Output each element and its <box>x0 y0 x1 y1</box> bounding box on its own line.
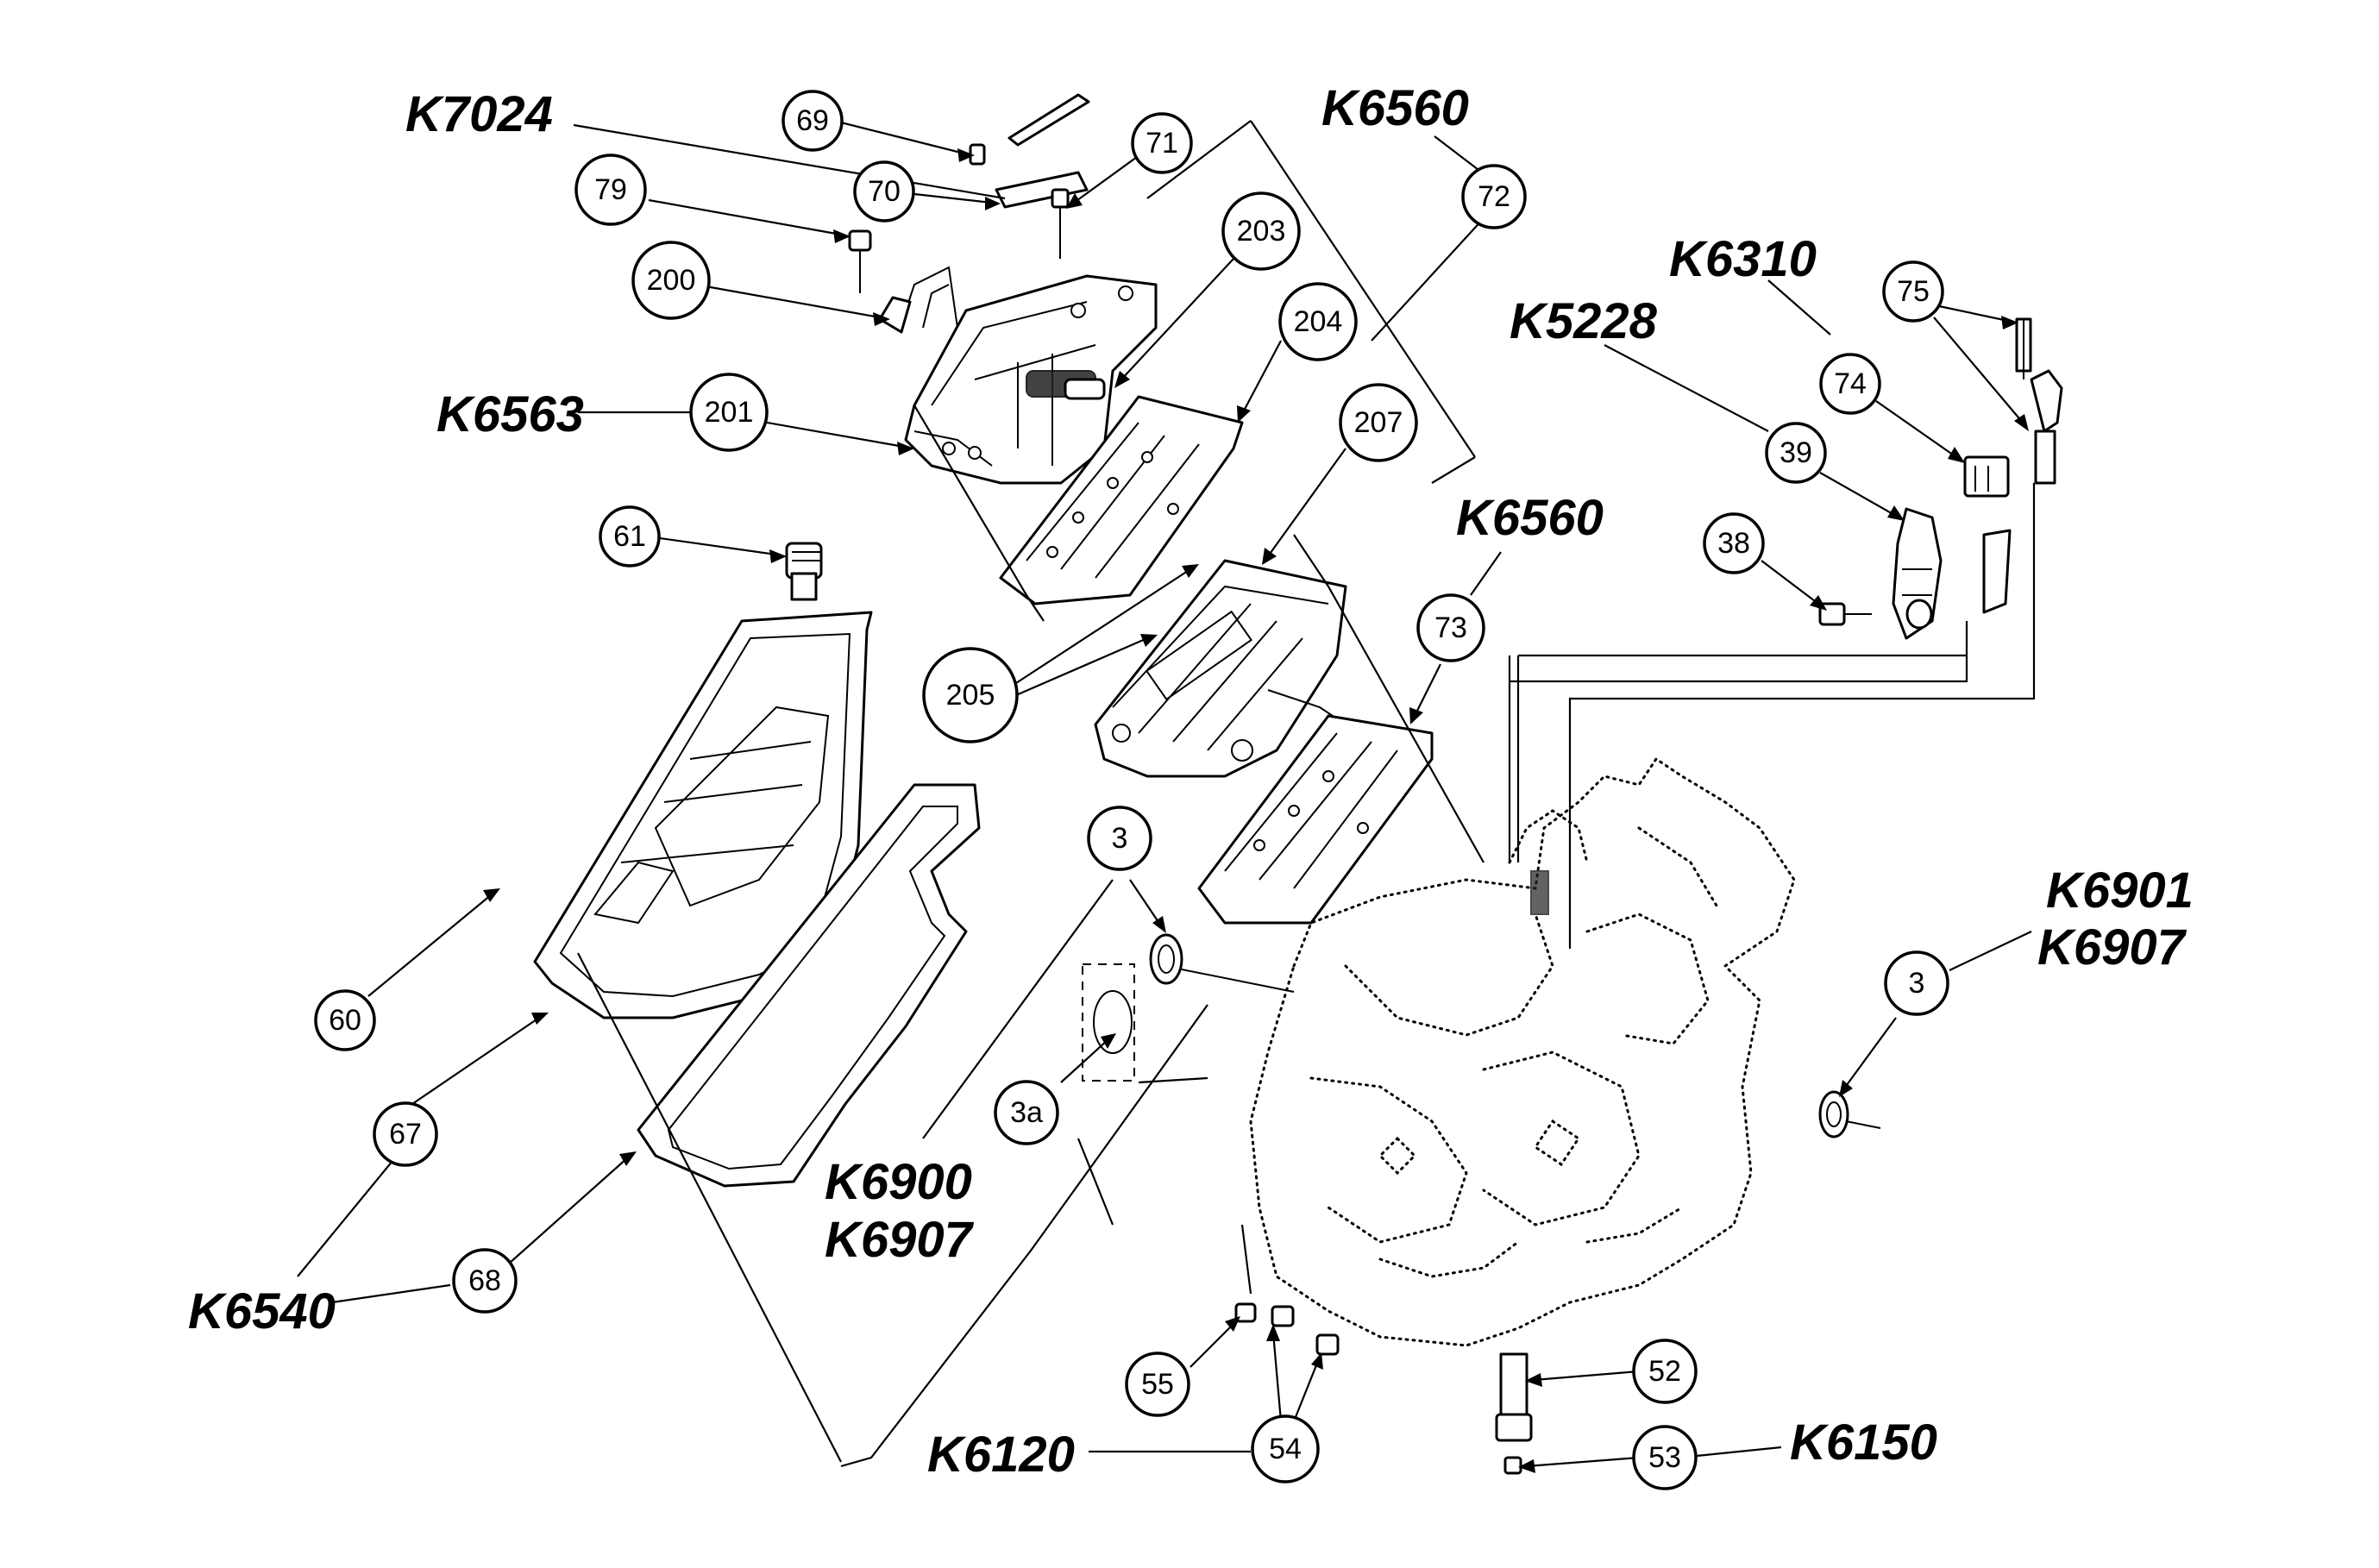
callout-3-left-label: 3 <box>1112 822 1128 855</box>
callout-72-label: 72 <box>1478 180 1510 213</box>
callout-74-label: 74 <box>1834 367 1867 400</box>
callout-79-label: 79 <box>594 173 627 206</box>
bolt-38 <box>1818 602 1872 626</box>
callout-circles: 69 71 70 79 203 72 200 204 201 207 61 75… <box>314 90 1949 1490</box>
range-sensor <box>1892 507 2012 640</box>
callout-67-label: 67 <box>389 1118 422 1151</box>
callout-71: 71 <box>1131 112 1193 174</box>
callout-205-label: 205 <box>946 679 995 712</box>
callout-200-label: 200 <box>647 264 696 297</box>
callout-68: 68 <box>452 1248 518 1314</box>
connector-74 <box>1963 455 2010 498</box>
callout-61-label: 61 <box>613 520 646 553</box>
callout-204-label: 204 <box>1294 305 1343 338</box>
kcode-k6120: K6120 <box>927 1427 1075 1483</box>
pan-gasket <box>637 783 981 1188</box>
seal-detail-box <box>1082 963 1135 1082</box>
solenoid-body <box>878 266 1158 485</box>
leader-lines <box>297 121 2032 1473</box>
speed-sensor-bracket <box>2015 317 2063 485</box>
callout-3-right: 3 <box>1884 950 1949 1016</box>
callout-54-label: 54 <box>1269 1433 1302 1465</box>
callout-67: 67 <box>373 1101 438 1167</box>
callout-203-label: 203 <box>1237 215 1286 248</box>
valve-body <box>1094 559 1347 778</box>
callout-69-label: 69 <box>796 104 829 137</box>
callout-73-label: 73 <box>1434 612 1467 644</box>
callout-3a: 3a <box>994 1080 1059 1145</box>
callout-204: 204 <box>1278 282 1358 361</box>
callout-205: 205 <box>922 647 1019 743</box>
kcode-k6150: K6150 <box>1790 1414 1937 1471</box>
separator-plate-lower <box>1197 714 1434 925</box>
callout-55-label: 55 <box>1141 1368 1174 1401</box>
callout-203: 203 <box>1221 191 1301 271</box>
drain-plugs <box>1234 1302 1533 1475</box>
kcode-labels: K7024 K6560 K6563 K6310 K5228 K6560 K690… <box>188 80 2194 1483</box>
kcode-k6901: K6901 <box>2046 862 2194 919</box>
kcode-k6907-left: K6907 <box>825 1212 975 1268</box>
kcode-k6560-mid: K6560 <box>1456 490 1604 546</box>
callout-201-label: 201 <box>705 396 754 429</box>
transmission-case <box>1249 756 1796 1347</box>
callout-75: 75 <box>1882 260 1944 323</box>
callout-39-label: 39 <box>1780 436 1812 469</box>
callout-69: 69 <box>781 90 844 152</box>
kcode-k7024: K7024 <box>405 86 553 142</box>
kcode-k6560-top: K6560 <box>1321 80 1469 136</box>
callout-3a-label: 3a <box>1010 1096 1043 1129</box>
callout-70-label: 70 <box>868 175 901 208</box>
kcode-k6907-right: K6907 <box>2037 919 2188 975</box>
callout-52-label: 52 <box>1648 1355 1681 1388</box>
callout-75-label: 75 <box>1897 275 1930 308</box>
kcode-k6310: K6310 <box>1669 231 1817 287</box>
kcode-k6563: K6563 <box>436 386 584 442</box>
callout-38: 38 <box>1703 512 1765 574</box>
callout-61: 61 <box>599 505 661 568</box>
callout-207-label: 207 <box>1354 406 1403 439</box>
callout-54: 54 <box>1251 1414 1320 1483</box>
small-fasteners <box>848 93 1090 293</box>
callout-72: 72 <box>1461 164 1527 229</box>
callout-68-label: 68 <box>468 1264 501 1297</box>
callout-207: 207 <box>1339 383 1418 462</box>
callout-39: 39 <box>1765 422 1827 484</box>
callout-200: 200 <box>631 241 711 320</box>
callout-71-label: 71 <box>1146 127 1178 160</box>
callout-53-label: 53 <box>1648 1441 1681 1474</box>
kcode-k5228: K5228 <box>1510 293 1658 349</box>
callout-79: 79 <box>574 154 647 226</box>
callout-3-left: 3 <box>1087 806 1152 871</box>
callout-201: 201 <box>689 373 769 452</box>
filler-cap <box>785 542 823 601</box>
callout-73: 73 <box>1416 593 1485 662</box>
callout-60-label: 60 <box>329 1004 361 1037</box>
callout-38-label: 38 <box>1717 527 1750 560</box>
assembly-guide-lines <box>577 120 2036 1468</box>
separator-plate-upper <box>999 395 1244 605</box>
callout-3-right-label: 3 <box>1909 967 1925 1000</box>
callout-60: 60 <box>314 989 376 1051</box>
callout-52: 52 <box>1632 1339 1698 1404</box>
axle-seal-left <box>1149 933 1295 993</box>
callout-55: 55 <box>1125 1352 1190 1417</box>
callout-74: 74 <box>1819 353 1881 415</box>
kcode-k6900: K6900 <box>825 1154 972 1210</box>
kcode-k6540: K6540 <box>188 1283 336 1339</box>
axle-seal-right <box>1818 1090 1881 1138</box>
callout-70: 70 <box>853 160 915 223</box>
callout-53: 53 <box>1632 1425 1698 1490</box>
